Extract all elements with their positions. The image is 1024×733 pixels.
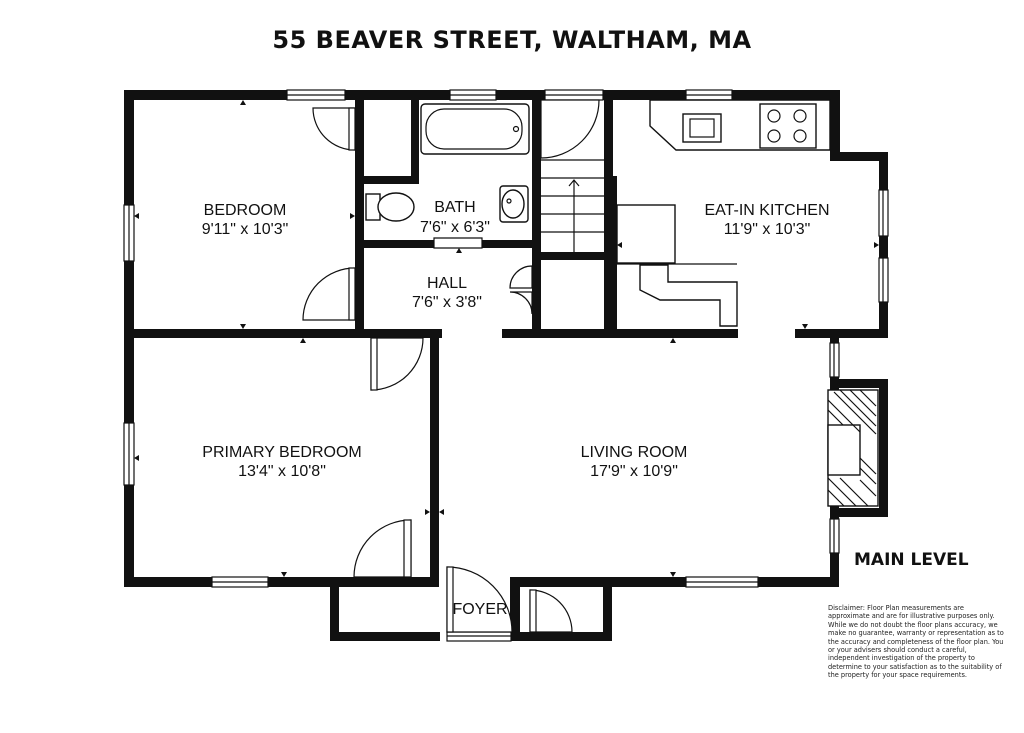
room-name: PRIMARY BEDROOM <box>202 444 361 461</box>
room-name: FOYER <box>452 601 507 618</box>
fixtures <box>365 99 879 507</box>
room-label-primary-bedroom: PRIMARY BEDROOM 13'4" x 10'8" <box>202 444 361 480</box>
room-name: LIVING ROOM <box>581 444 688 461</box>
dimension-ticks <box>134 100 879 577</box>
room-dimensions: 9'11" x 10'3" <box>202 221 289 238</box>
room-dimensions: 7'6" x 3'8" <box>412 294 482 311</box>
level-label: MAIN LEVEL <box>854 550 969 570</box>
room-name: EAT-IN KITCHEN <box>704 202 829 219</box>
room-label-living-room: LIVING ROOM 17'9" x 10'9" <box>581 444 688 480</box>
windows <box>123 89 889 642</box>
room-label-foyer: FOYER <box>452 601 507 618</box>
exterior-walls <box>124 90 888 641</box>
room-label-kitchen: EAT-IN KITCHEN 11'9" x 10'3" <box>704 202 829 238</box>
room-dimensions: 13'4" x 10'8" <box>238 463 326 480</box>
fireplace <box>827 389 879 507</box>
room-name: BATH <box>434 199 475 216</box>
room-name: HALL <box>427 275 467 292</box>
room-label-bath: BATH 7'6" x 6'3" <box>420 199 490 236</box>
room-name: BEDROOM <box>204 202 287 219</box>
room-dimensions: 11'9" x 10'3" <box>724 221 811 238</box>
plan-title: 55 BEAVER STREET, WALTHAM, MA <box>272 26 752 54</box>
room-label-hall: HALL 7'6" x 3'8" <box>412 275 482 311</box>
staircase <box>541 159 604 252</box>
interior-walls <box>124 90 839 587</box>
room-dimensions: 17'9" x 10'9" <box>590 463 678 480</box>
doors <box>302 99 600 633</box>
disclaimer-text: Disclaimer: Floor Plan measurements are … <box>828 604 1004 680</box>
room-label-bedroom: BEDROOM 9'11" x 10'3" <box>202 202 289 238</box>
room-dimensions: 7'6" x 6'3" <box>420 219 490 236</box>
